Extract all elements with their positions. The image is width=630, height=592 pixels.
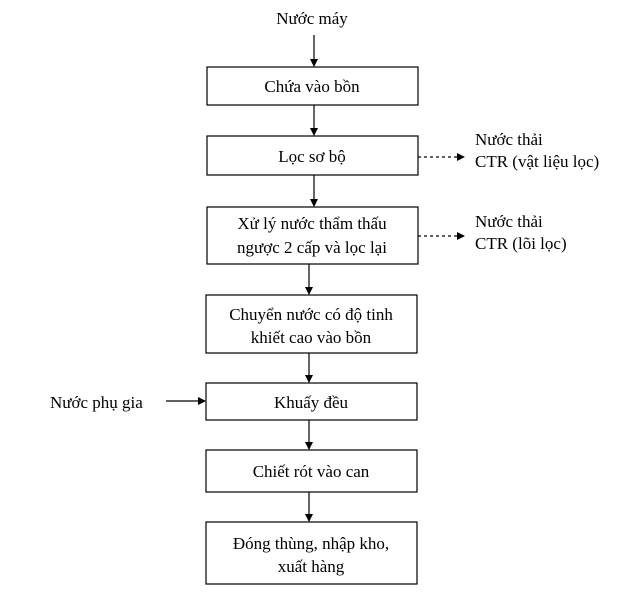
step-box-chua-vao-bon: [206, 66, 419, 106]
side-input-nuoc-phu-gia: Nước phụ gia: [50, 393, 143, 412]
step-box-chiet-rot-vao-can: [205, 449, 418, 493]
step-4-line-2: khiết cao vào bồn: [251, 328, 372, 347]
step-box-loc-so-bo: [206, 135, 419, 176]
output-2-line-2: CTR (lõi lọc): [475, 234, 567, 253]
step-box-khuay-deu: [205, 382, 418, 421]
step-4-line-1: Chuyển nước có độ tinh: [229, 305, 393, 324]
step-3-line-1: Xử lý nước thẩm thấu: [237, 214, 387, 233]
step-7-line-2: xuất hàng: [278, 557, 345, 576]
step-3-line-2: ngược 2 cấp và lọc lại: [237, 238, 387, 257]
output-1-line-1: Nước thải: [475, 130, 543, 149]
step-box-xu-ly-tham-thau-nguoc: [206, 206, 419, 265]
step-box-dong-thung-nhap-kho: [205, 521, 418, 585]
step-7-line-1: Đóng thùng, nhập kho,: [233, 534, 389, 553]
output-1-line-2: CTR (vật liệu lọc): [475, 152, 599, 171]
step-6-line-1: Chiết rót vào can: [253, 462, 370, 481]
input-label-nuoc-may: Nước máy: [276, 9, 348, 28]
output-2-line-1: Nước thải: [475, 212, 543, 231]
step-1-line-1: Chứa vào bồn: [264, 77, 360, 96]
step-2-line-1: Lọc sơ bộ: [278, 147, 346, 166]
step-5-line-1: Khuấy đều: [274, 393, 349, 412]
step-box-chuyen-nuoc-vao-bon: [205, 294, 418, 354]
